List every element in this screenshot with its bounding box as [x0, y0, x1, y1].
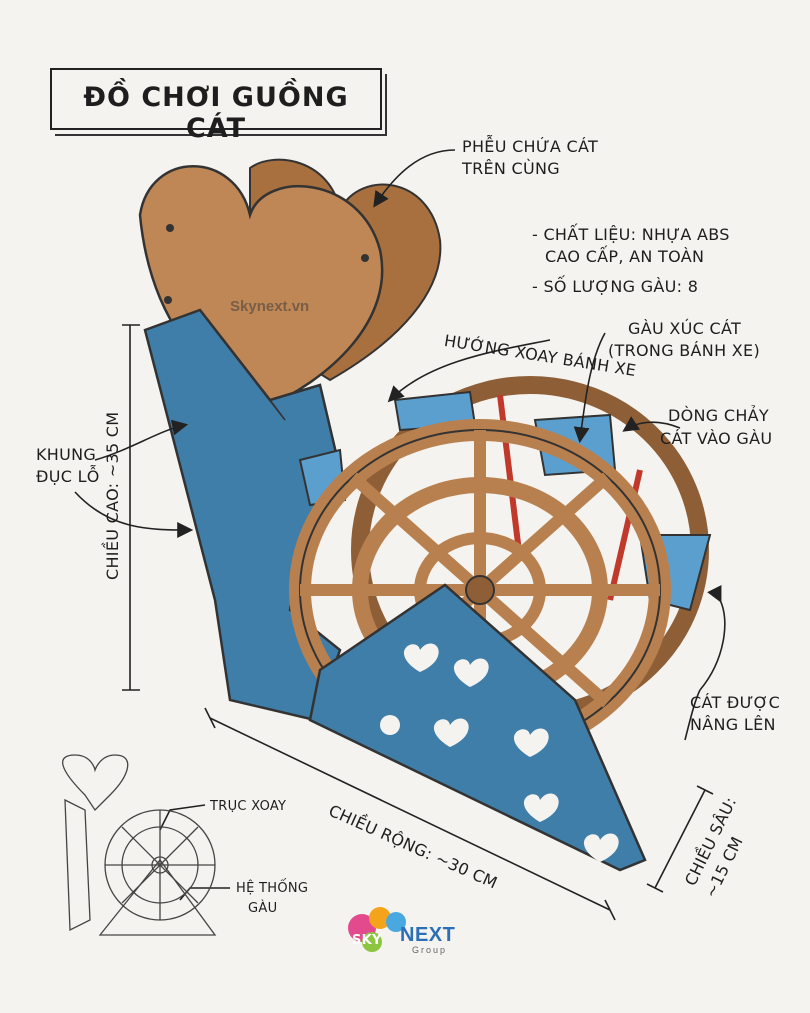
sand-flow-label-1: DÒNG CHẢY: [668, 406, 769, 425]
bucket-label-1: GÀU XÚC CÁT: [628, 319, 742, 338]
bucket-system-label-1: HỆ THỐNG: [236, 881, 309, 896]
watermark: Skynext.vn: [230, 298, 310, 315]
bucket-count-label: - SỐ LƯỢNG GÀU: 8: [532, 277, 699, 296]
bucket-system-label-2: GÀU: [248, 901, 278, 916]
bucket-label-2: (TRONG BÁNH XE): [608, 341, 760, 360]
lifted-label-1: CÁT ĐƯỢC: [690, 693, 781, 712]
sand-flow-label-2: CÁT VÀO GÀU: [660, 429, 773, 448]
height-label: CHIỀU CAO: ~35 CM: [103, 411, 122, 580]
skynext-logo-mark: [348, 907, 406, 952]
frame-front-stand: [308, 583, 647, 872]
lifted-label-2: NÂNG LÊN: [690, 715, 776, 734]
hopper-label-2: TRÊN CÙNG: [462, 159, 561, 178]
material-label-2: CAO CẤP, AN TOÀN: [545, 247, 705, 266]
frame-label-1: KHUNG: [36, 445, 97, 464]
axle-label: TRỤC XOAY: [210, 799, 287, 814]
mini-diagram: [62, 754, 217, 936]
logo-letters: SKY: [352, 933, 382, 948]
page-title: ĐỒ CHƠI GUỒNG CÁT: [83, 82, 349, 144]
material-label-1: - CHẤT LIỆU: NHỰA ABS: [532, 225, 730, 244]
title-box: ĐỒ CHƠI GUỒNG CÁT: [50, 68, 382, 144]
logo-subtext: Group: [412, 945, 448, 955]
logo-text: NEXT: [400, 924, 456, 946]
frame-label-2: ĐỤC LỖ: [36, 467, 100, 486]
callout-lines: [74, 149, 726, 921]
hopper-label-1: PHỄU CHỨA CÁT: [462, 137, 599, 156]
